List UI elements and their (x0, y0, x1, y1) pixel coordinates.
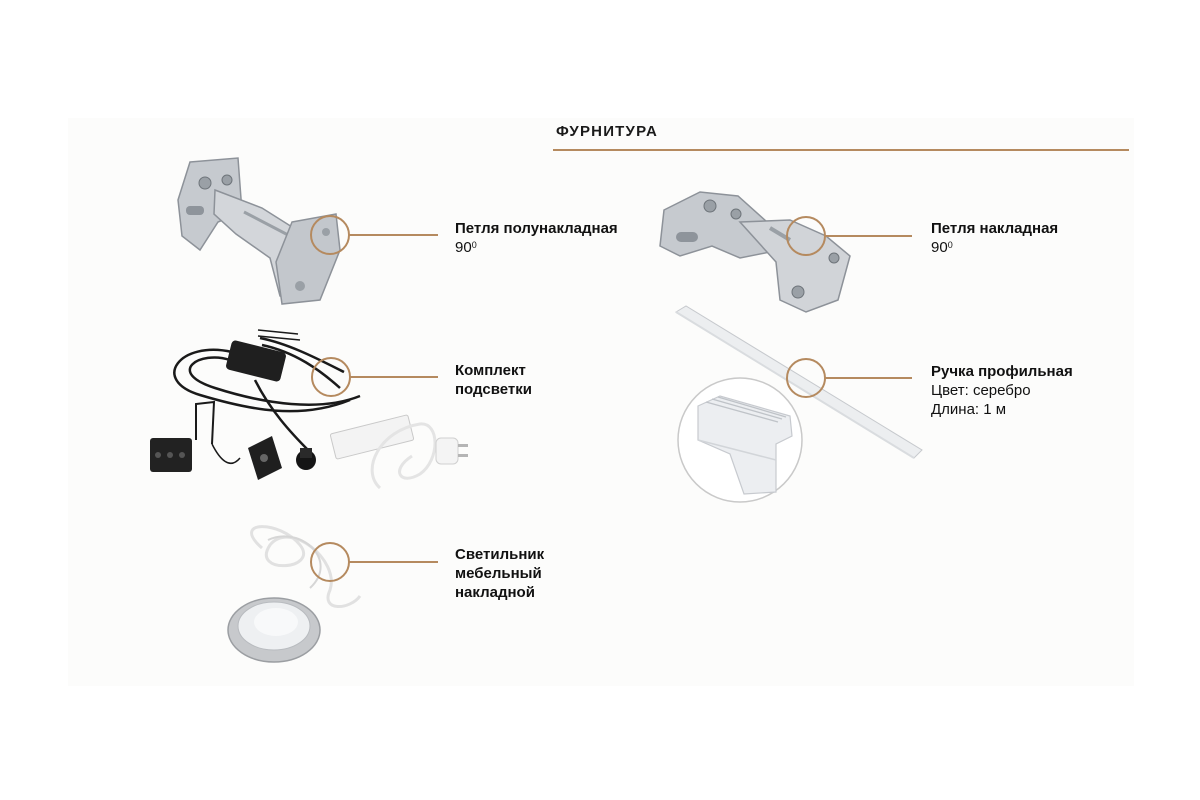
callout-markers (310, 215, 912, 582)
label-spec-length: Длина: 1 м (931, 401, 1007, 418)
hinge-semi-overlay-image (177, 157, 341, 305)
hinge-overlay-image (659, 191, 851, 313)
label-spec-color: Цвет: серебро (931, 382, 1031, 399)
label-name: Петля накладная (931, 220, 1059, 237)
lighting-kit-image (173, 329, 361, 464)
callout-circle-lighting-kit (311, 357, 351, 397)
label-furniture-lamp: Светильник мебельный накладной (455, 545, 544, 602)
label-spec: 900 (455, 239, 477, 256)
label-name: Петля полунакладная (455, 220, 618, 237)
label-spec: 900 (931, 239, 953, 256)
furniture-lamp-image (227, 525, 362, 663)
label-hinge-semi-overlay: Петля полунакладная 900 (455, 219, 618, 257)
lighting-kit-parts (150, 340, 468, 490)
label-name: Светильник мебельный накладной (455, 546, 545, 601)
section-title: ФУРНИТУРА (556, 123, 658, 140)
profile-handle-image (675, 305, 923, 503)
label-profile-handle: Ручка профильная Цвет: серебро Длина: 1 … (931, 362, 1073, 419)
label-name: Комплект подсветки (455, 362, 532, 398)
label-lighting-kit: Комплект подсветки (455, 361, 532, 399)
label-name: Ручка профильная (931, 363, 1073, 380)
title-divider (553, 149, 1129, 151)
label-hinge-overlay: Петля накладная 900 (931, 219, 1058, 257)
